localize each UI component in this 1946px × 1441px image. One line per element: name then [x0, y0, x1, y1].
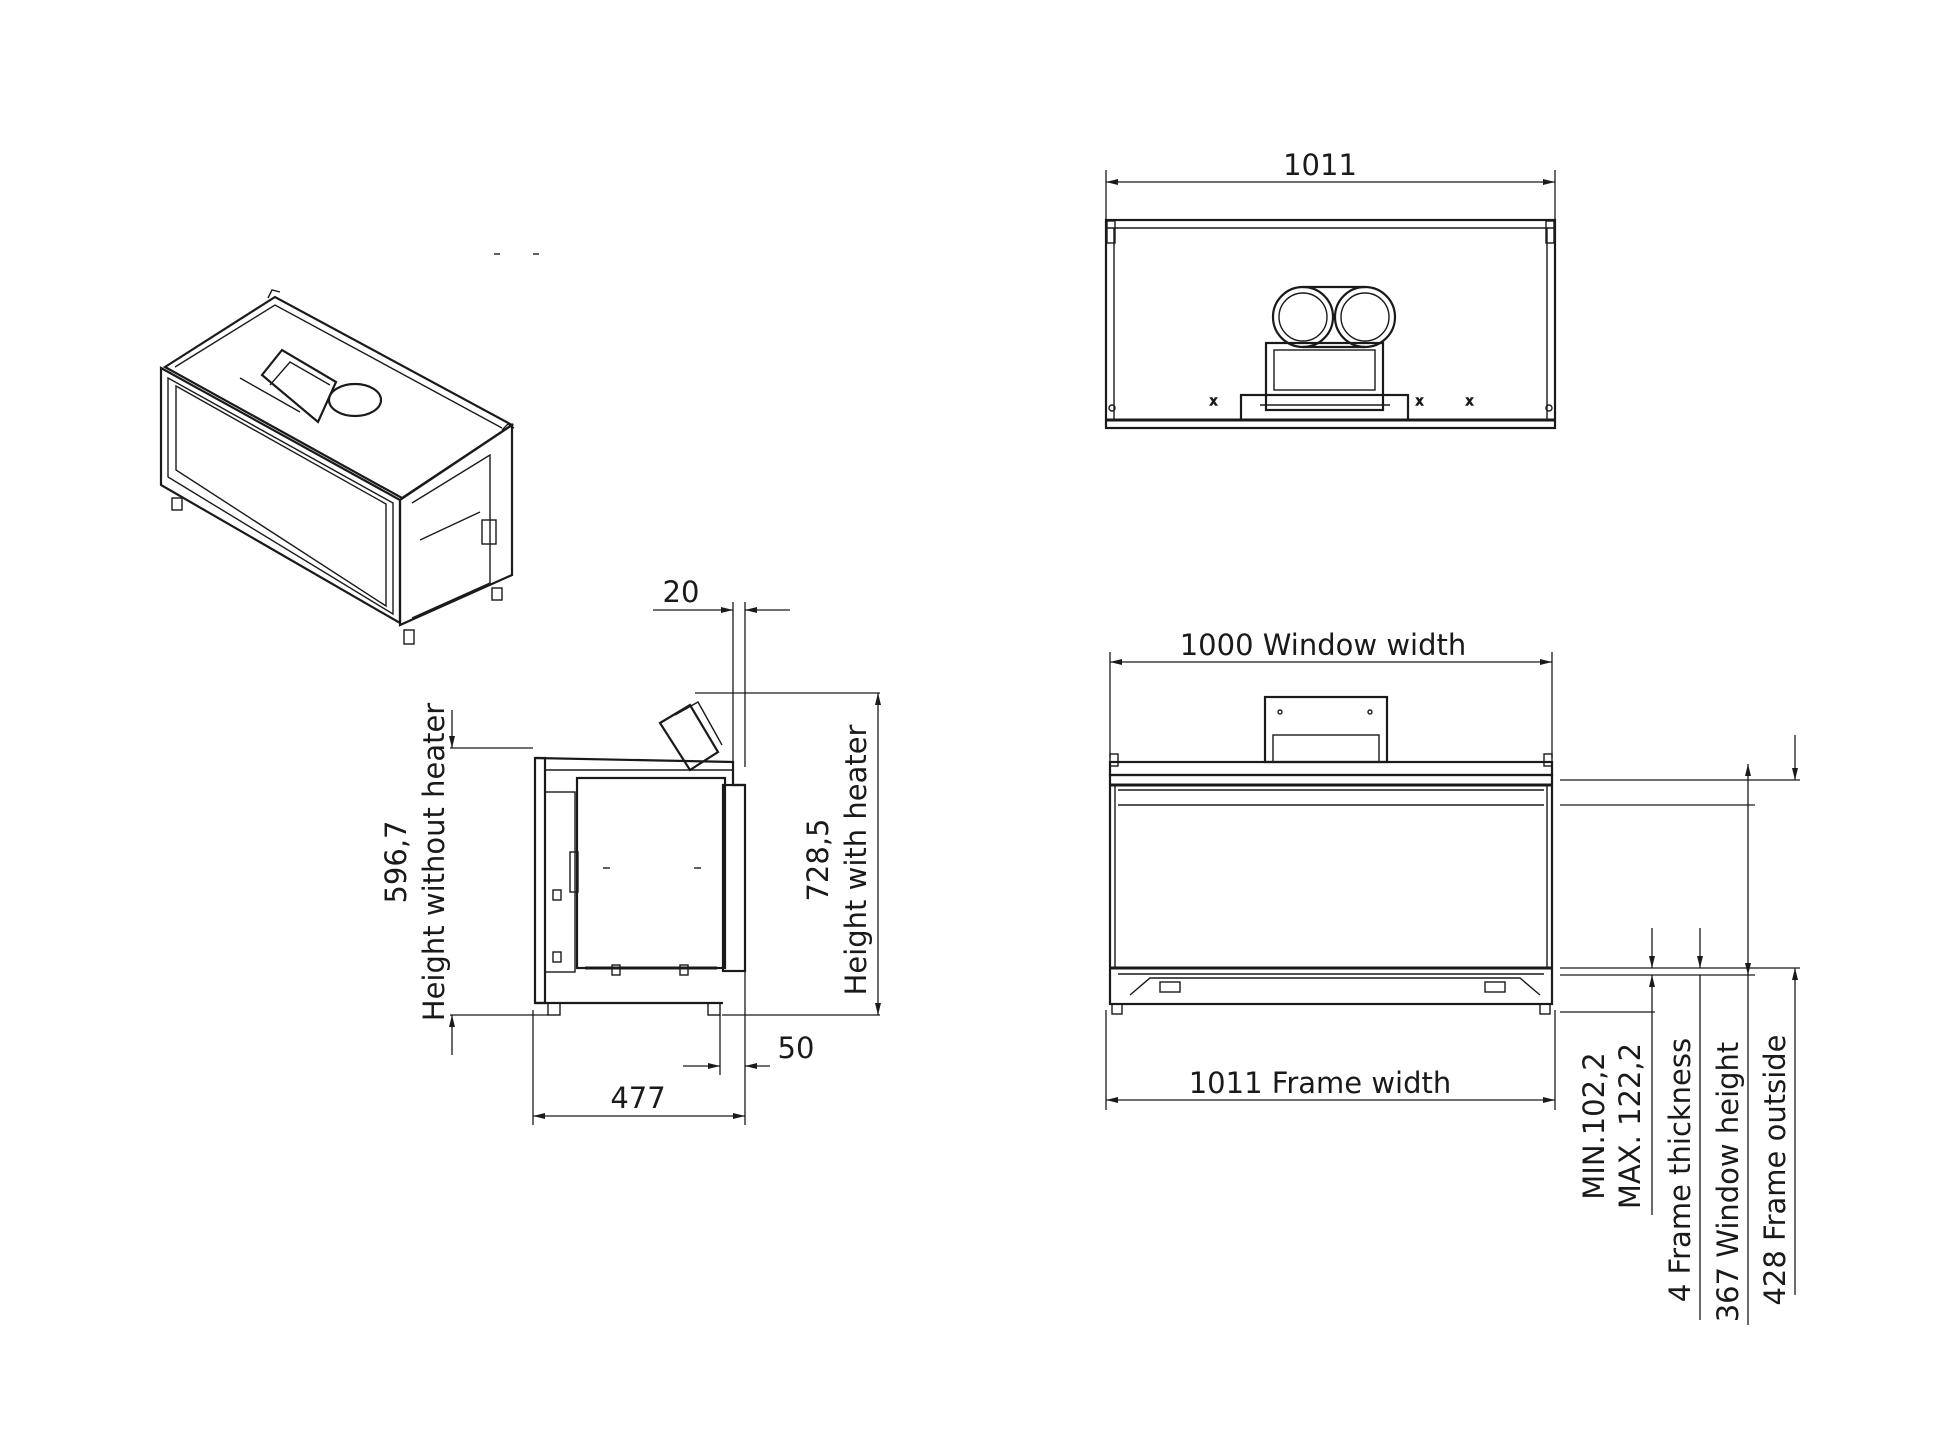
svg-text:x: x: [1416, 394, 1423, 408]
min-label: MIN.102,2: [1577, 1052, 1611, 1200]
height-with-heater-label: Height with heater: [839, 724, 873, 995]
side-view: 20 596,7 Height without heater: [379, 575, 881, 1125]
height-without-heater-label: Height without heater: [417, 703, 451, 1022]
top-view: 1011 x x x: [1104, 148, 1557, 430]
frame-width-label: 1011 Frame width: [1189, 1066, 1452, 1100]
frame-thickness-label: 4 Frame thickness: [1663, 1038, 1697, 1302]
window-width-label: 1000 Window width: [1180, 628, 1467, 662]
svg-text:x: x: [1210, 394, 1217, 408]
front-view: 1000 Window width 1011 Frame width: [1105, 628, 1800, 1325]
top-width-label: 1011: [1283, 148, 1357, 182]
max-label: MAX. 122,2: [1613, 1043, 1647, 1209]
height-without-heater-value: 596,7: [379, 820, 413, 903]
foot-50-label: 50: [778, 1031, 815, 1065]
isometric-view: [159, 253, 539, 645]
depth-477-label: 477: [610, 1081, 665, 1115]
svg-text:x: x: [1466, 394, 1473, 408]
frame-outside-label: 428 Frame outside: [1758, 1034, 1792, 1305]
window-height-label: 367 Window height: [1711, 1042, 1745, 1323]
height-with-heater-value: 728,5: [801, 818, 835, 901]
offset-20-label: 20: [663, 575, 700, 609]
